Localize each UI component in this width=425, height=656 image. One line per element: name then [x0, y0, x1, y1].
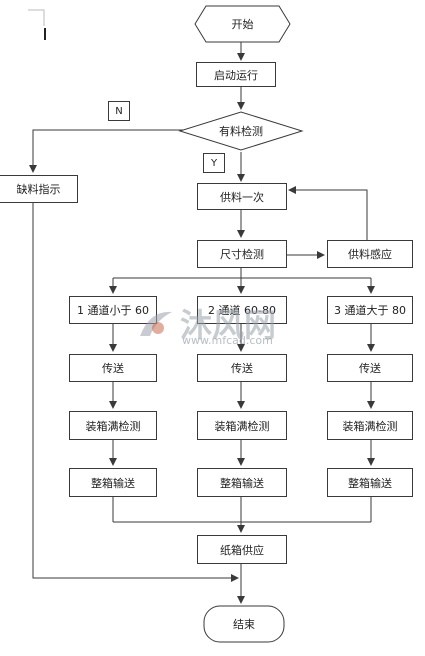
- box-out-step-3[interactable]: 整箱输送: [327, 468, 413, 497]
- material-shortage-step[interactable]: 缺料指示: [0, 175, 78, 203]
- start-run-step[interactable]: 启动运行: [196, 62, 276, 87]
- full-check-step-2[interactable]: 装箱满检测: [197, 411, 287, 440]
- full-check-step-1[interactable]: 装箱满检测: [69, 411, 157, 440]
- convey-step-3[interactable]: 传送: [327, 354, 413, 382]
- channel-2-step[interactable]: 2 通道 60-80: [197, 296, 287, 324]
- size-check-step[interactable]: 尺寸检测: [197, 240, 287, 268]
- feed-sense-step[interactable]: 供料感应: [327, 240, 413, 268]
- convey-step-2[interactable]: 传送: [197, 354, 287, 382]
- full-check-step-3[interactable]: 装箱满检测: [327, 411, 413, 440]
- branch-label-yes: Y: [203, 153, 225, 173]
- box-out-step-2[interactable]: 整箱输送: [197, 468, 287, 497]
- end-terminator[interactable]: 结束: [233, 618, 255, 631]
- box-out-step-1[interactable]: 整箱输送: [69, 468, 157, 497]
- carton-supply-step[interactable]: 纸箱供应: [197, 535, 287, 564]
- convey-step-1[interactable]: 传送: [69, 354, 157, 382]
- start-terminator[interactable]: 开始: [231, 18, 254, 31]
- branch-label-no: N: [108, 101, 130, 121]
- text-cursor-mark: [44, 28, 46, 40]
- has-material-decision[interactable]: 有料检测: [219, 125, 263, 138]
- channel-1-step[interactable]: 1 通道小于 60: [69, 296, 157, 324]
- feed-once-step[interactable]: 供料一次: [197, 183, 287, 210]
- channel-3-step[interactable]: 3 通道大于 80: [327, 296, 413, 324]
